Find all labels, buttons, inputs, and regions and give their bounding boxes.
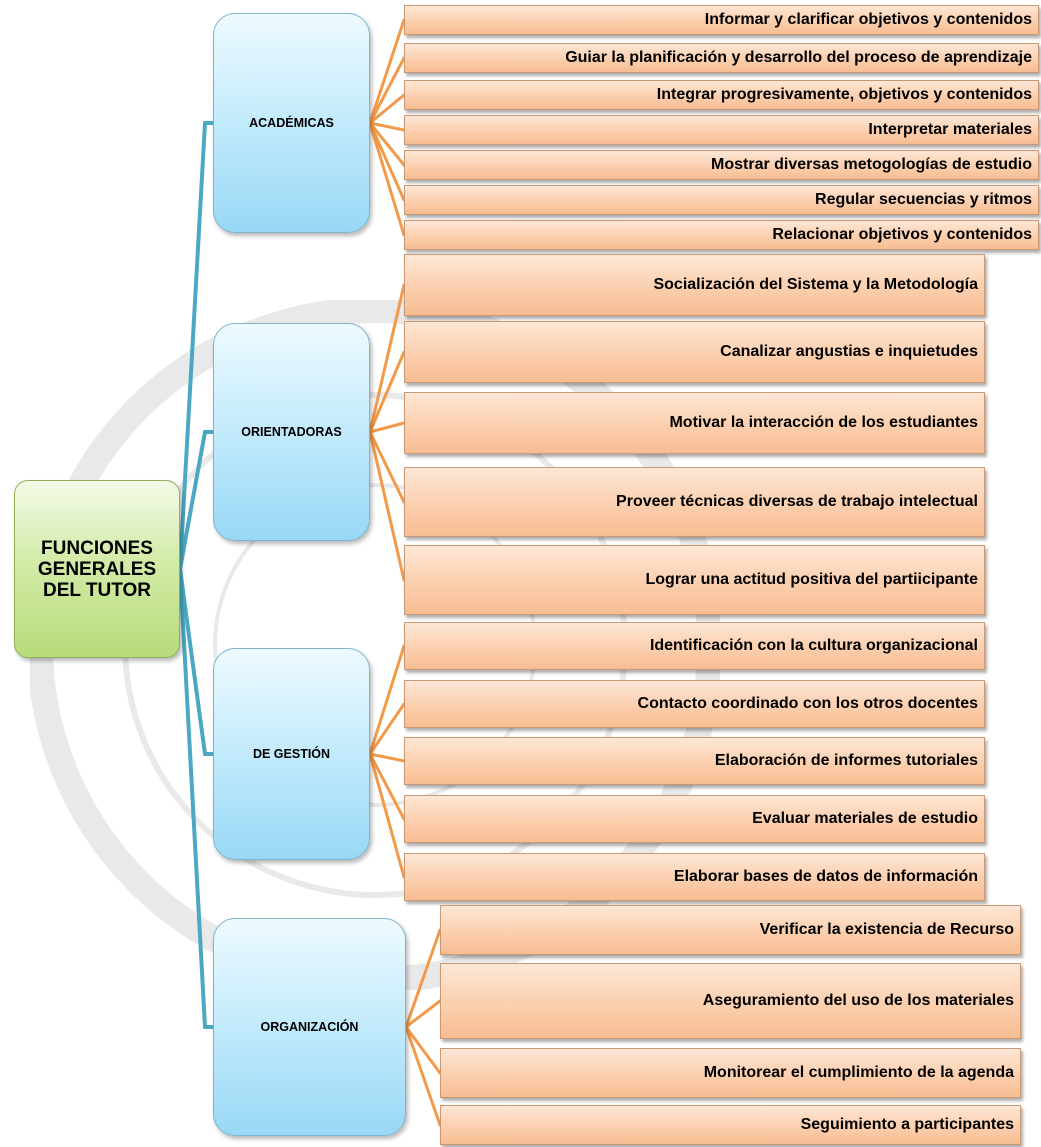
item-monitorear-agenda: Monitorear el cumplimiento de la agenda xyxy=(440,1048,1021,1098)
item-verificar-existencia: Verificar la existencia de Recurso xyxy=(440,905,1021,955)
category-academicas: ACADÉMICAS xyxy=(213,13,370,233)
category-organizacion: ORGANIZACIÓN xyxy=(213,918,406,1136)
item-identificacion-cultura: Identificación con la cultura organizaci… xyxy=(404,622,985,670)
item-proveer-tecnicas: Proveer técnicas diversas de trabajo int… xyxy=(404,467,985,537)
item-guiar-planificacion: Guiar la planificación y desarrollo del … xyxy=(404,43,1039,73)
item-motivar-interaccion: Motivar la interacción de los estudiante… xyxy=(404,392,985,454)
category-orientadoras: ORIENTADORAS xyxy=(213,323,370,541)
item-integrar-progresivamente: Integrar progresivamente, objetivos y co… xyxy=(404,80,1039,110)
item-aseguramiento-uso: Aseguramiento del uso de los materiales xyxy=(440,963,1021,1039)
item-canalizar-angustias: Canalizar angustias e inquietudes xyxy=(404,321,985,383)
item-seguimiento-participantes: Seguimiento a participantes xyxy=(440,1105,1021,1145)
item-contacto-coordinado: Contacto coordinado con los otros docent… xyxy=(404,680,985,728)
item-relacionar-objetivos: Relacionar objetivos y contenidos xyxy=(404,220,1039,250)
item-interpretar-materiales: Interpretar materiales xyxy=(404,115,1039,145)
item-elaborar-bases: Elaborar bases de datos de información xyxy=(404,853,985,901)
item-elaboracion-informes: Elaboración de informes tutoriales xyxy=(404,737,985,785)
item-evaluar-materiales: Evaluar materiales de estudio xyxy=(404,795,985,843)
item-mostrar-metodologias: Mostrar diversas metogologías de estudio xyxy=(404,150,1039,180)
item-regular-secuencias: Regular secuencias y ritmos xyxy=(404,185,1039,215)
category-de-gestion: DE GESTIÓN xyxy=(213,648,370,860)
item-informar-objetivos: Informar y clarificar objetivos y conten… xyxy=(404,5,1039,35)
item-lograr-actitud: Lograr una actitud positiva del partiici… xyxy=(404,545,985,615)
item-socializacion-sistema: Socialización del Sistema y la Metodolog… xyxy=(404,254,985,316)
root-node: FUNCIONES GENERALES DEL TUTOR xyxy=(14,480,180,658)
